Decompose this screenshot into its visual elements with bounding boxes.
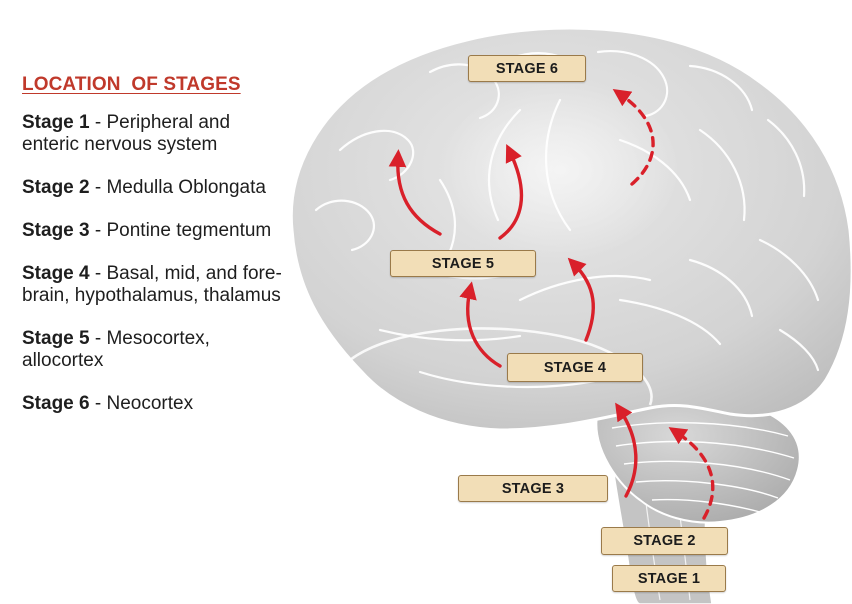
- legend-item-stage-3-text: - Pontine tegmentum: [90, 220, 272, 241]
- legend-item-stage-2-label: Stage 2: [22, 177, 90, 198]
- legend-item-stage-1-label: Stage 1: [22, 112, 90, 133]
- stage-4-label: STAGE 4: [507, 353, 643, 382]
- stage-1-label: STAGE 1: [612, 565, 726, 592]
- stage-3-label: STAGE 3: [458, 475, 608, 502]
- stage-5-label: STAGE 5: [390, 250, 536, 277]
- legend-item-stage-3-label: Stage 3: [22, 220, 90, 241]
- legend-title: LOCATION OF STAGES: [22, 74, 284, 96]
- legend-item-stage-6: Stage 6 - Neocortex: [22, 393, 284, 415]
- legend-item-stage-6-label: Stage 6: [22, 393, 90, 414]
- stage-6-label: STAGE 6: [468, 55, 586, 82]
- legend-item-stage-5-label: Stage 5: [22, 328, 90, 349]
- legend-item-stage-3: Stage 3 - Pontine tegmentum: [22, 220, 284, 242]
- legend-item-stage-4-label: Stage 4: [22, 263, 90, 284]
- legend-item-stage-2-text: - Medulla Oblongata: [90, 177, 266, 198]
- stage-2-label: STAGE 2: [601, 527, 728, 555]
- stage-legend: LOCATION OF STAGES Stage 1 - Peripheral …: [22, 74, 284, 436]
- legend-item-stage-2: Stage 2 - Medulla Oblongata: [22, 177, 284, 199]
- legend-item-stage-5: Stage 5 - Mesocortex, allocortex: [22, 328, 284, 372]
- legend-item-stage-1: Stage 1 - Peripheral and enteric nervous…: [22, 112, 284, 156]
- legend-item-stage-4: Stage 4 - Basal, mid, and fore-brain, hy…: [22, 263, 284, 307]
- legend-item-stage-6-text: - Neocortex: [90, 393, 193, 414]
